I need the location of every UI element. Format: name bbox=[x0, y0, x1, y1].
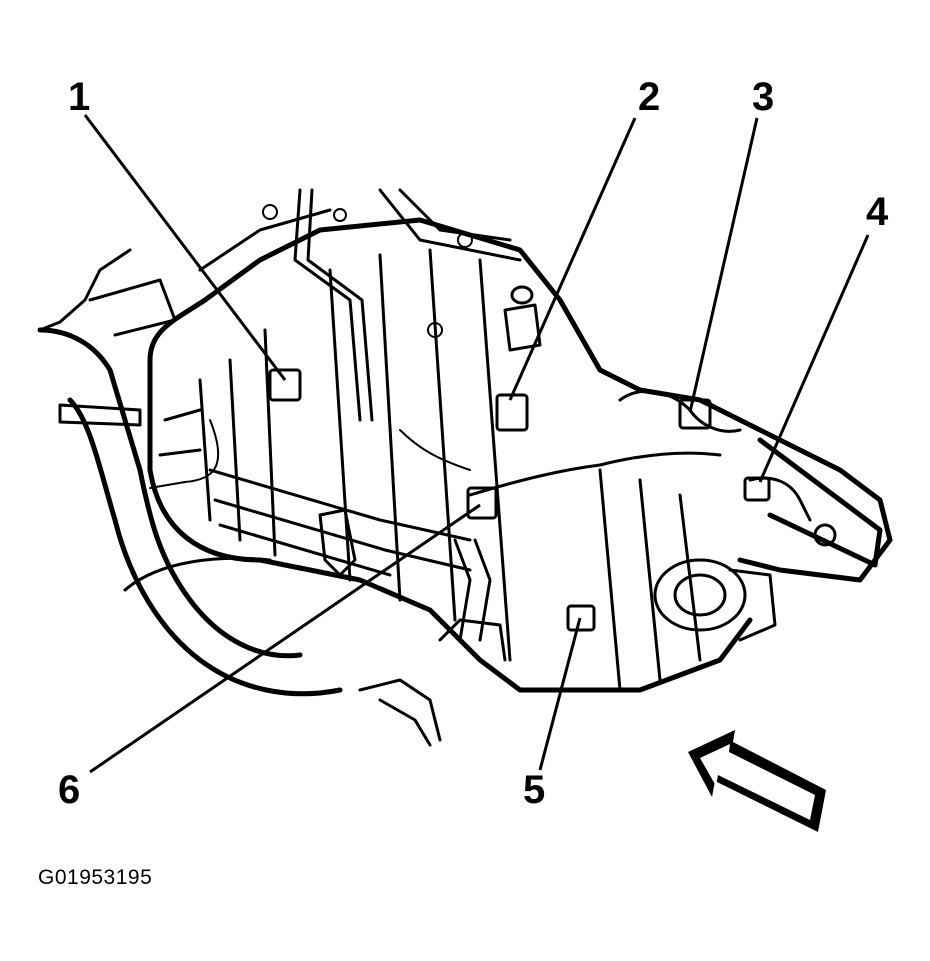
view-direction-arrow-icon bbox=[688, 730, 826, 832]
leader-line-2 bbox=[508, 117, 637, 401]
leader-line-3 bbox=[688, 117, 759, 413]
callout-6: 6 bbox=[58, 768, 80, 812]
callout-3: 3 bbox=[752, 75, 774, 119]
callout-4: 4 bbox=[866, 190, 889, 234]
callout-1: 1 bbox=[68, 75, 90, 119]
callout-5: 5 bbox=[523, 768, 545, 812]
transmission-case-illustration bbox=[147, 188, 893, 747]
frame-rail-illustration bbox=[37, 248, 343, 697]
callout-labels: 1 2 3 4 5 6 bbox=[58, 75, 889, 812]
leader-line-1 bbox=[83, 114, 287, 381]
callout-leaders bbox=[83, 114, 870, 774]
callout-2: 2 bbox=[638, 75, 660, 119]
leader-line-5 bbox=[538, 617, 582, 771]
figure-id-label: G01953195 bbox=[38, 866, 153, 889]
leader-line-6 bbox=[89, 503, 481, 774]
leader-line-4 bbox=[758, 234, 870, 483]
